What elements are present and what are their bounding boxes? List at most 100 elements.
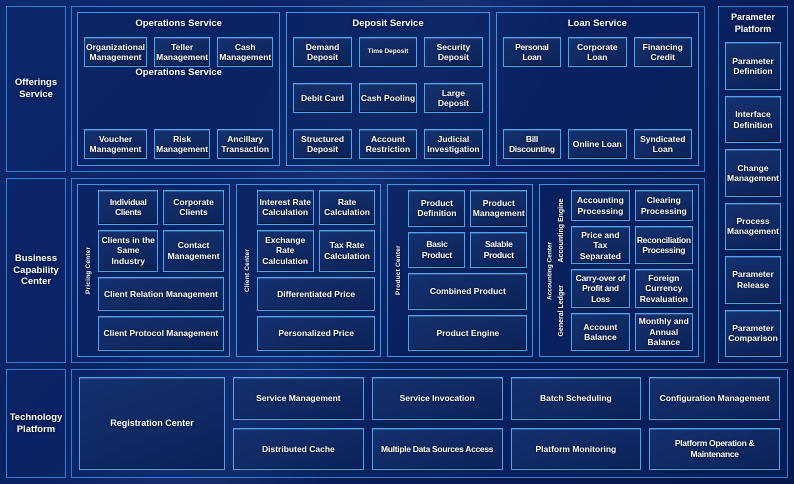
box-personal-loan[interactable]: Personal Loan xyxy=(502,37,562,67)
product-center-items: Product Definition Product Management Ba… xyxy=(408,190,528,351)
box-service-management[interactable]: Service Management xyxy=(233,377,364,420)
offerings-service-body: Operations Service Operations Service Or… xyxy=(71,6,705,172)
registration-center-wrap: Registration Center xyxy=(79,377,225,470)
accounting-center-items: Accounting Processing Clearing Processin… xyxy=(571,190,693,351)
box-clients-same-industry[interactable]: Clients in the Same Industry xyxy=(98,229,159,272)
vlabel-accounting-center: Accounting Center xyxy=(546,241,554,300)
box-organizational-management[interactable]: Organizational Management xyxy=(84,37,148,67)
loan-service-grid: Personal Loan Corporate Loan Financing C… xyxy=(502,37,692,159)
box-tax-rate-calculation[interactable]: Tax Rate Calculation xyxy=(318,229,376,272)
box-configuration-management[interactable]: Configuration Management xyxy=(649,377,780,420)
group-loan-service[interactable]: Loan Service Personal Loan Corporate Loa… xyxy=(495,12,699,166)
box-large-deposit[interactable]: Large Deposit xyxy=(424,83,483,113)
vlabel-product-center: Product Center xyxy=(395,245,403,296)
box-batch-scheduling[interactable]: Batch Scheduling xyxy=(510,377,642,420)
box-price-and-tax-separated[interactable]: Price and Tax Separated xyxy=(571,226,630,265)
box-change-management[interactable]: Change Management xyxy=(725,149,781,197)
box-client-relation-management[interactable]: Client Relation Management xyxy=(98,276,224,312)
box-ancillary-transaction[interactable]: Ancillary Transaction xyxy=(217,129,274,159)
box-corporate-loan[interactable]: Corporate Loan xyxy=(568,37,627,67)
box-monthly-annual-balance[interactable]: Monthly and Annual Balance xyxy=(634,312,693,351)
box-cash-pooling[interactable]: Cash Pooling xyxy=(358,83,418,113)
group-client-center[interactable]: Client Center Interest Rate Calculation … xyxy=(235,184,382,357)
group-deposit-service[interactable]: Deposit Service Demand Deposit Time Depo… xyxy=(286,12,490,166)
box-clearing-processing[interactable]: Clearing Processing xyxy=(634,190,693,222)
vlabel-client-center: Client Center xyxy=(243,248,251,293)
box-parameter-comparison[interactable]: Parameter Comparison xyxy=(725,309,781,357)
box-interest-rate-calculation[interactable]: Interest Rate Calculation xyxy=(256,190,314,225)
group-title-loan-service: Loan Service xyxy=(567,18,627,29)
box-combined-product[interactable]: Combined Product xyxy=(408,273,528,310)
box-individual-clients[interactable]: Individual Clients xyxy=(98,190,159,225)
box-time-deposit[interactable]: Time Deposit xyxy=(358,37,418,67)
box-process-management[interactable]: Process Management xyxy=(725,202,781,251)
box-online-loan[interactable]: Online Loan xyxy=(568,129,627,159)
box-foreign-currency-revaluation[interactable]: Foreign Currency Revaluation xyxy=(634,269,693,308)
box-syndicated-loan[interactable]: Syndicated Loan xyxy=(633,129,692,159)
box-registration-center[interactable]: Registration Center xyxy=(79,377,225,470)
box-basic-product[interactable]: Basic Product xyxy=(408,231,466,268)
box-client-protocol-management[interactable]: Client Protocol Management xyxy=(98,316,224,351)
box-multiple-data-sources-access[interactable]: Multiple Data Sources Access xyxy=(371,427,503,470)
box-salable-product[interactable]: Salable Product xyxy=(470,231,528,268)
deposit-service-grid: Demand Deposit Time Deposit Security Dep… xyxy=(293,37,483,159)
pricing-center-items: Individual Clients Corporate Clients Cli… xyxy=(98,190,224,351)
row-label-technology-platform: Technology Platform xyxy=(6,369,66,478)
vlabel-accounting-engine: Accounting Engine xyxy=(558,198,566,263)
box-parameter-release[interactable]: Parameter Release xyxy=(725,256,781,304)
row-business-capability-center: Business Capability Center Pricing Cente… xyxy=(6,178,788,363)
box-carry-over-profit-loss[interactable]: Carry-over of Profit and Loss xyxy=(571,269,630,308)
box-security-deposit[interactable]: Security Deposit xyxy=(424,37,483,67)
row-label-business-capability-center: Business Capability Center xyxy=(6,178,66,363)
sidecol-parameter-platform[interactable]: Parameter Platform Parameter Definition … xyxy=(718,6,788,363)
row-technology-platform: Technology Platform Registration Center … xyxy=(6,369,788,478)
sidecol-title-parameter-platform: Parameter Platform xyxy=(731,12,776,34)
business-capability-body: Pricing Center Individual Clients Corpor… xyxy=(71,178,705,363)
box-product-definition[interactable]: Product Definition xyxy=(408,190,466,227)
box-financing-credit[interactable]: Financing Credit xyxy=(633,37,692,67)
box-voucher-management[interactable]: Voucher Management xyxy=(84,129,148,159)
box-risk-management[interactable]: Risk Management xyxy=(154,129,211,159)
technology-grid: Service Management Service Invocation Ba… xyxy=(233,377,780,470)
vlabel-general-ledger: General Ledger xyxy=(558,285,566,337)
box-teller-management[interactable]: Teller Management xyxy=(154,37,211,67)
group-accounting-center[interactable]: Accounting Center Accounting Engine Gene… xyxy=(539,184,699,357)
operations-service-grid: Operations Service Organizational Manage… xyxy=(84,37,274,159)
box-interface-definition[interactable]: Interface Definition xyxy=(725,95,781,144)
box-platform-operation-maintenance[interactable]: Platform Operation & Maintenance xyxy=(649,427,780,470)
box-corporate-clients[interactable]: Corporate Clients xyxy=(163,190,224,225)
box-bill-discounting[interactable]: Bill Discounting xyxy=(502,129,562,159)
row-offerings-service: Offerings Service Operations Service Ope… xyxy=(6,6,788,172)
group-title-deposit-service: Deposit Service xyxy=(352,18,424,29)
box-demand-deposit[interactable]: Demand Deposit xyxy=(293,37,352,67)
group-pricing-center[interactable]: Pricing Center Individual Clients Corpor… xyxy=(77,184,230,357)
box-product-engine[interactable]: Product Engine xyxy=(408,314,528,351)
box-structured-deposit[interactable]: Structured Deposit xyxy=(293,129,352,159)
box-service-invocation[interactable]: Service Invocation xyxy=(371,377,503,420)
box-account-balance[interactable]: Account Balance xyxy=(571,312,630,351)
box-account-restriction[interactable]: Account Restriction xyxy=(358,129,418,159)
row-label-offerings-service: Offerings Service xyxy=(6,6,66,172)
box-exchange-rate-calculation[interactable]: Exchange Rate Calculation xyxy=(256,229,314,272)
box-reconciliation-processing[interactable]: Reconciliation Processing xyxy=(634,226,693,265)
box-personalized-price[interactable]: Personalized Price xyxy=(256,316,376,351)
box-product-management[interactable]: Product Management xyxy=(470,190,528,227)
vlabel-pricing-center: Pricing Center xyxy=(85,246,92,295)
group-title-operations-service-duplicate: Operations Service xyxy=(135,67,222,78)
group-operations-service[interactable]: Operations Service Operations Service Or… xyxy=(77,12,281,166)
box-parameter-definition[interactable]: Parameter Definition xyxy=(725,42,781,90)
box-cash-management[interactable]: Cash Management xyxy=(217,37,274,67)
box-platform-monitoring[interactable]: Platform Monitoring xyxy=(510,427,642,470)
box-differentiated-price[interactable]: Differentiated Price xyxy=(256,276,376,312)
group-title-operations-service: Operations Service xyxy=(135,18,222,29)
box-debit-card[interactable]: Debit Card xyxy=(293,83,352,113)
box-rate-calculation[interactable]: Rate Calculation xyxy=(318,190,376,225)
group-product-center[interactable]: Product Center Product Definition Produc… xyxy=(387,184,534,357)
box-judicial-investigation[interactable]: Judicial Investigation xyxy=(424,129,483,159)
box-distributed-cache[interactable]: Distributed Cache xyxy=(233,427,364,470)
technology-platform-body: Registration Center Service Management S… xyxy=(71,369,788,478)
box-contact-management[interactable]: Contact Management xyxy=(163,229,224,272)
vlabel-accounting-center-stack: Accounting Center Accounting Engine Gene… xyxy=(545,190,567,351)
box-accounting-processing[interactable]: Accounting Processing xyxy=(571,190,630,222)
